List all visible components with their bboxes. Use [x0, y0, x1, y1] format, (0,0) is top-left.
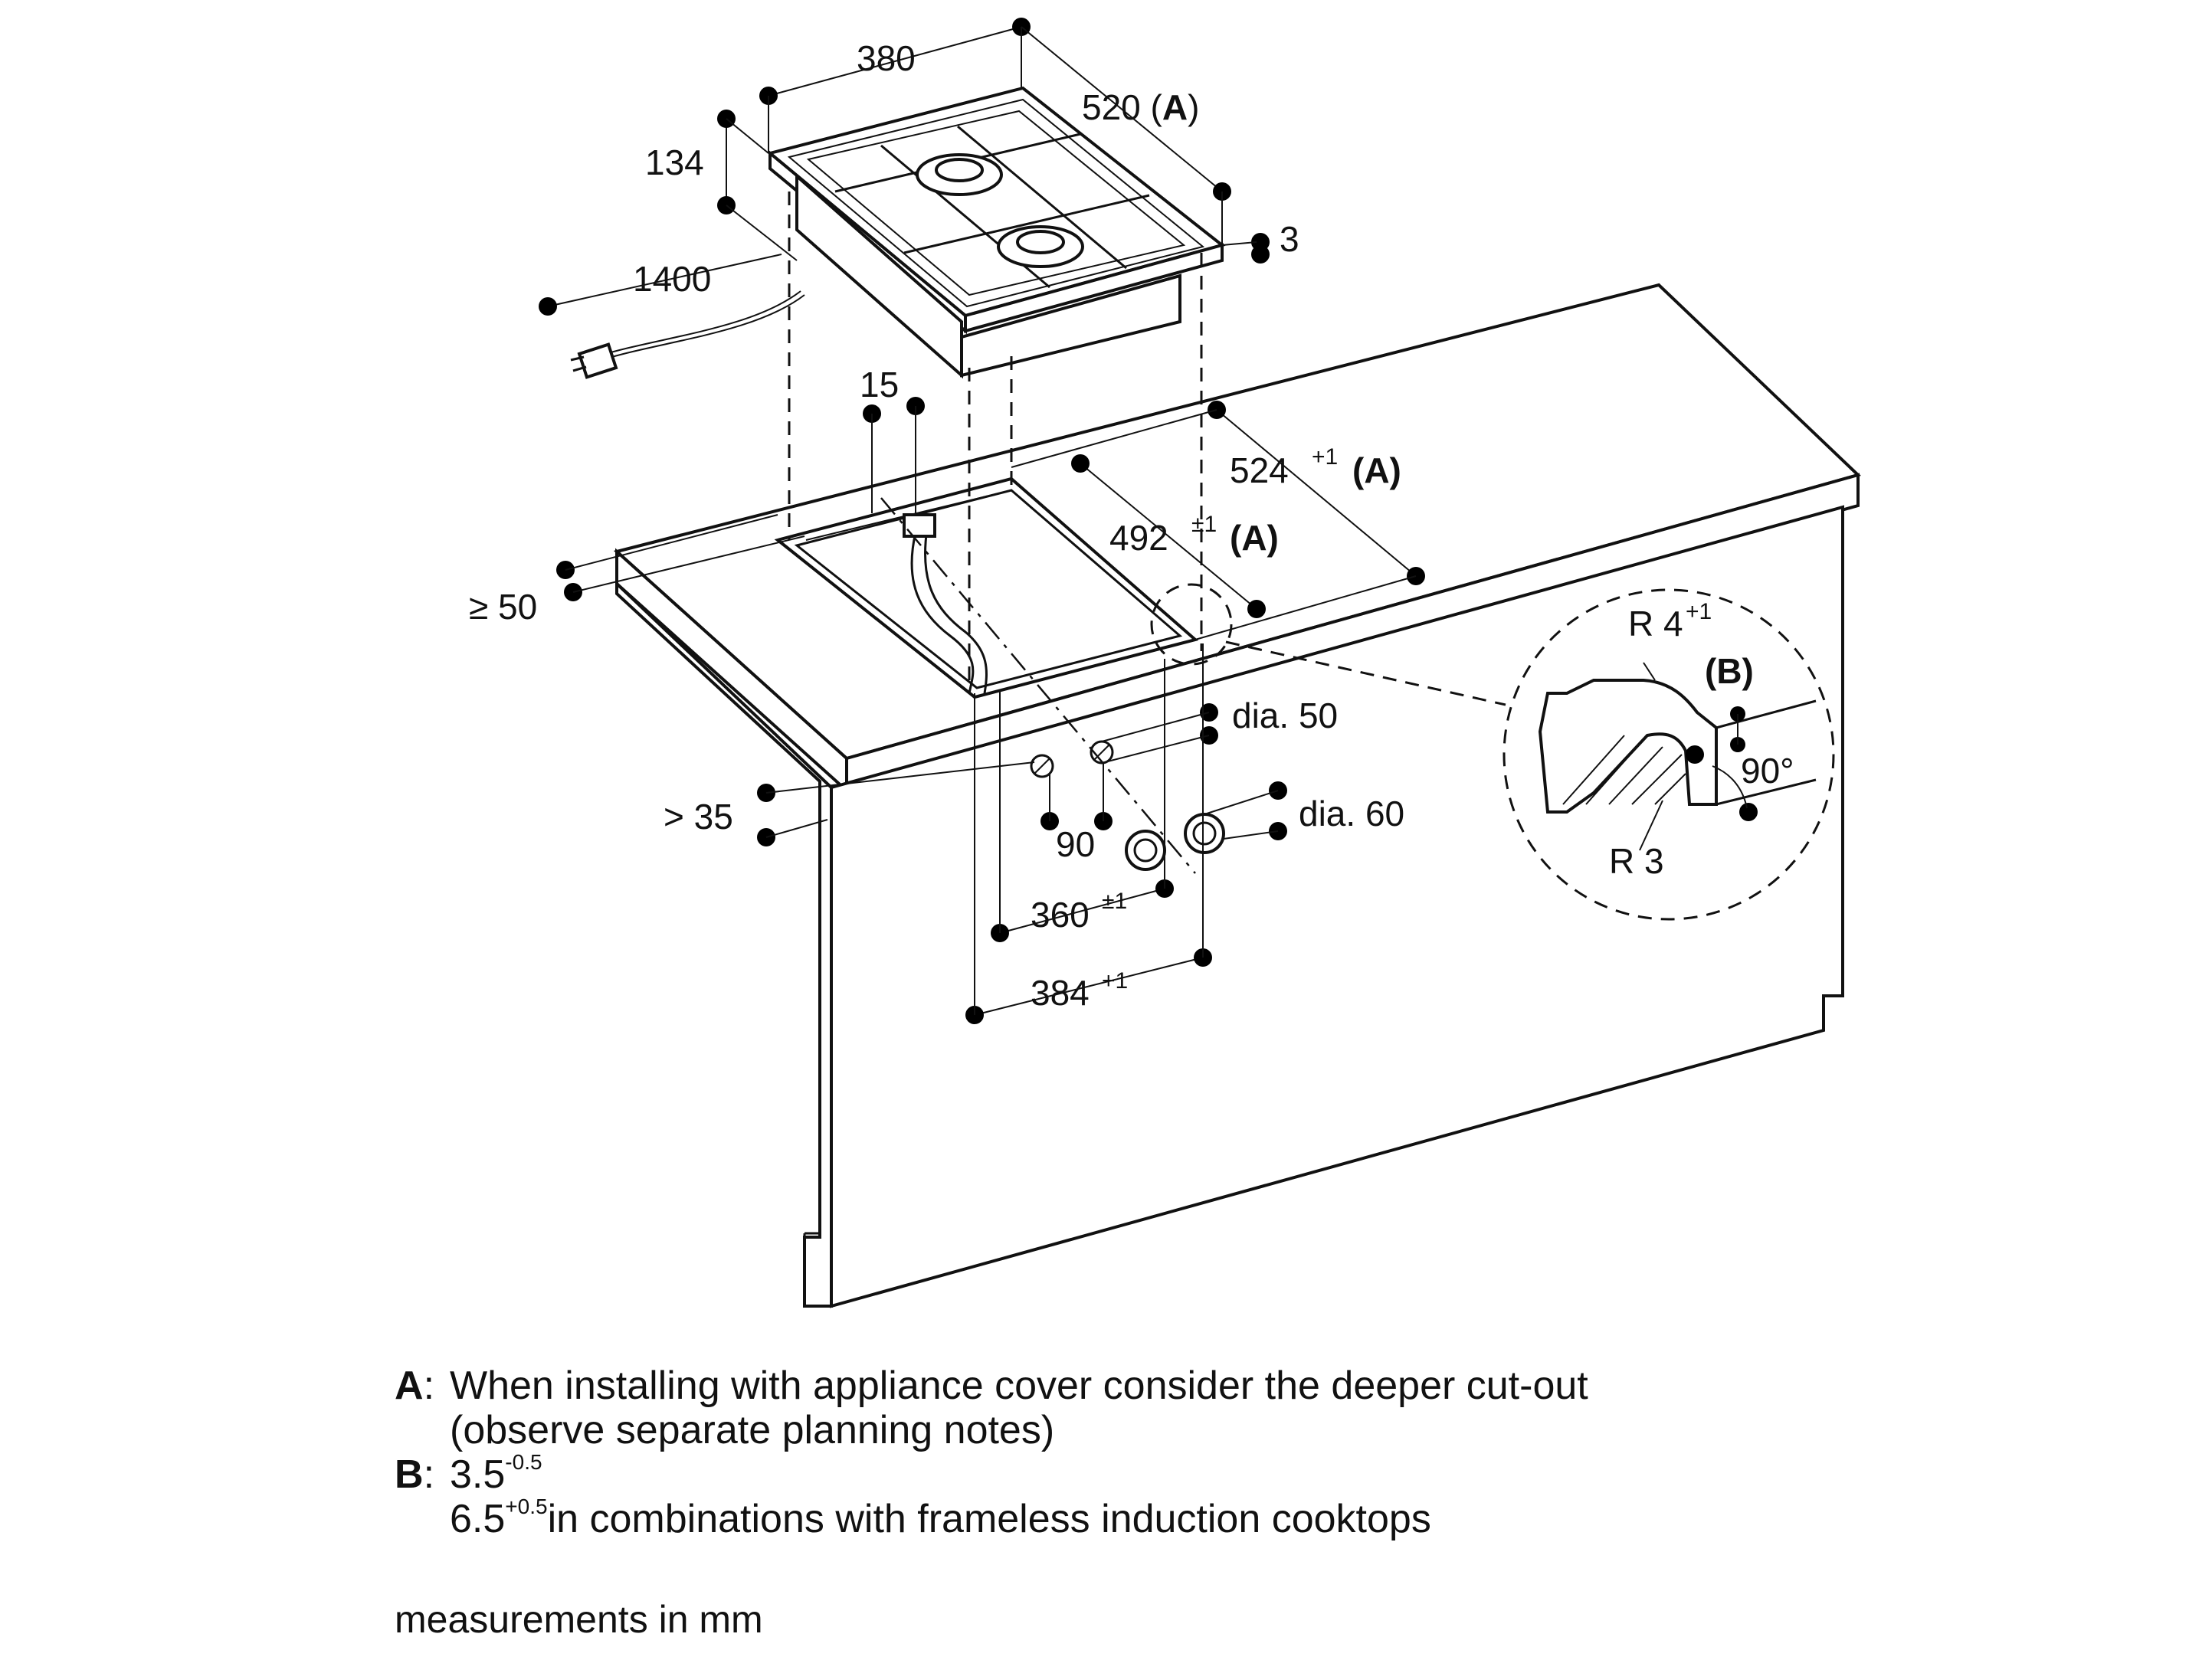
detail-b [1150, 583, 1835, 921]
dim-492-tol: ±1 [1191, 512, 1217, 537]
dim-380: 380 [857, 38, 916, 78]
detail-r4: R 4 [1628, 604, 1683, 643]
notes: A: When installing with appliance cover … [395, 1364, 1927, 1541]
detail-angle: 90° [1741, 751, 1794, 791]
units-note: measurements in mm [395, 1598, 763, 1641]
dim-384: 384 [1031, 973, 1090, 1013]
dim-524-ref: (A) [1352, 450, 1401, 490]
detail-r4-tol: +1 [1686, 599, 1712, 624]
installation-diagram: 380 520 (A) 134 1400 3 15 524 +1 (A) 492… [469, 18, 1861, 1308]
cabinet [613, 283, 1861, 1308]
dim-492: 492 [1109, 518, 1168, 558]
note-b-value2-tol: +0.5 [505, 1494, 548, 1518]
note-b-value-tol: -0.5 [505, 1449, 542, 1474]
note-b-value2: 6.5 [450, 1497, 506, 1541]
dim-360-tol: ±1 [1102, 889, 1127, 914]
svg-text:524: 524 [1230, 450, 1289, 490]
note-a-key: A [395, 1364, 424, 1408]
note-a-line1: When installing with appliance cover con… [450, 1364, 1588, 1408]
dimension-lines [539, 18, 1425, 1024]
note-a-line2: (observe separate planning notes) [450, 1408, 1055, 1452]
dim-3: 3 [1280, 219, 1299, 259]
dim-492-ref: (A) [1230, 518, 1279, 558]
dim-134: 134 [645, 142, 704, 182]
dim-524-tol: +1 [1312, 444, 1338, 470]
dim-520: 520 ( [1082, 87, 1163, 127]
note-a: A: When installing with appliance cover … [395, 1364, 1588, 1408]
dim-dia-60: dia. 60 [1299, 794, 1404, 833]
note-b-key: B [395, 1452, 424, 1497]
svg-text:520 (A): 520 (A) [1082, 87, 1199, 127]
dim-360: 360 [1031, 895, 1090, 935]
note-b-value: 3.5 [450, 1452, 506, 1497]
detail-r3: R 3 [1609, 841, 1664, 881]
dim-dia-50: dia. 50 [1232, 696, 1338, 735]
note-b-text: in combinations with frameless induction… [547, 1497, 1431, 1541]
detail-b-label: (B) [1705, 651, 1754, 691]
dim-front-edge: ≥ 50 [469, 587, 537, 627]
dim-15: 15 [860, 365, 899, 404]
gas-cooktop [570, 86, 1226, 379]
dim-524: 524 [1230, 450, 1289, 490]
dim-384-tol: +1 [1102, 968, 1128, 994]
dimension-labels: 380 520 (A) 134 1400 3 15 524 +1 (A) 492… [469, 38, 1794, 1013]
dim-1400: 1400 [633, 259, 711, 299]
dim-520-ref: A [1162, 87, 1188, 127]
note-b: B: 3.5-0.5 [395, 1449, 542, 1497]
dim-90: 90 [1056, 824, 1095, 864]
note-b-line2: 6.5+0.5in combinations with frameless in… [395, 1494, 1927, 1541]
dim-side-35: > 35 [664, 797, 733, 837]
